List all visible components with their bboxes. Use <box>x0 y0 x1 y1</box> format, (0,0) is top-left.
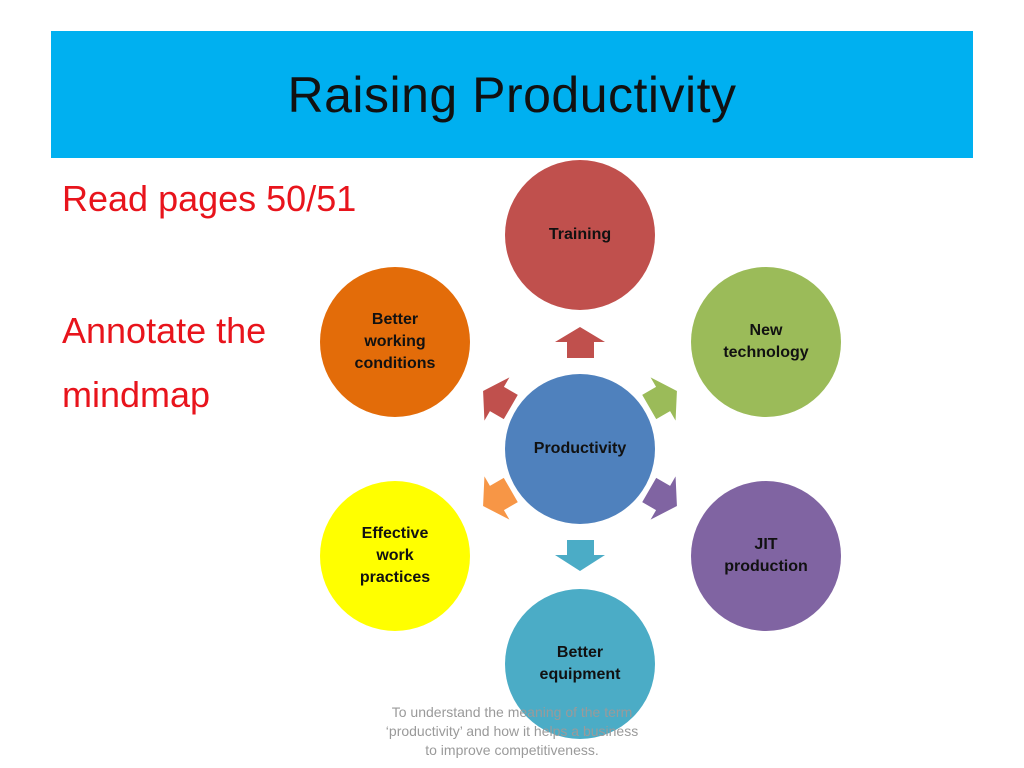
arrow-to-better-working-conditions <box>483 377 518 421</box>
node-training-circle <box>505 160 655 310</box>
center-productivity-circle <box>505 374 655 524</box>
node-better-equipment-label: Better equipment <box>539 644 621 683</box>
node-training-label: Training <box>548 226 612 243</box>
learning-objective-note: To understand the meaning of the term ‘p… <box>385 704 639 758</box>
instruction-line-1: Read pages 50/51 <box>62 178 357 219</box>
node-new-technology-label: New technology <box>723 322 809 361</box>
node-better-working-conditions-circle <box>320 267 470 417</box>
arrow-to-jit-production <box>642 476 677 520</box>
node-jit-production-label: JIT production <box>724 536 808 575</box>
node-effective-work-practices-circle <box>320 481 470 631</box>
node-jit-production-circle <box>691 481 841 631</box>
node-better-working-conditions-label: Better working conditions <box>354 311 436 372</box>
arrow-to-effective-work-practices <box>483 476 518 520</box>
slide-title: Raising Productivity <box>287 66 737 123</box>
instruction-line-3: mindmap <box>62 374 211 415</box>
node-better-equipment-circle <box>505 589 655 739</box>
arrow-to-better-equipment <box>555 540 605 571</box>
instruction-line-2: Annotate the <box>62 310 267 351</box>
arrow-to-new-technology <box>642 377 677 421</box>
title-bar: Raising Productivity <box>51 31 973 158</box>
center-productivity-label: Productivity <box>533 440 627 457</box>
node-new-technology-circle <box>691 267 841 417</box>
arrow-to-training <box>555 327 605 358</box>
node-effective-work-practices-label: Effective work practices <box>359 525 431 586</box>
